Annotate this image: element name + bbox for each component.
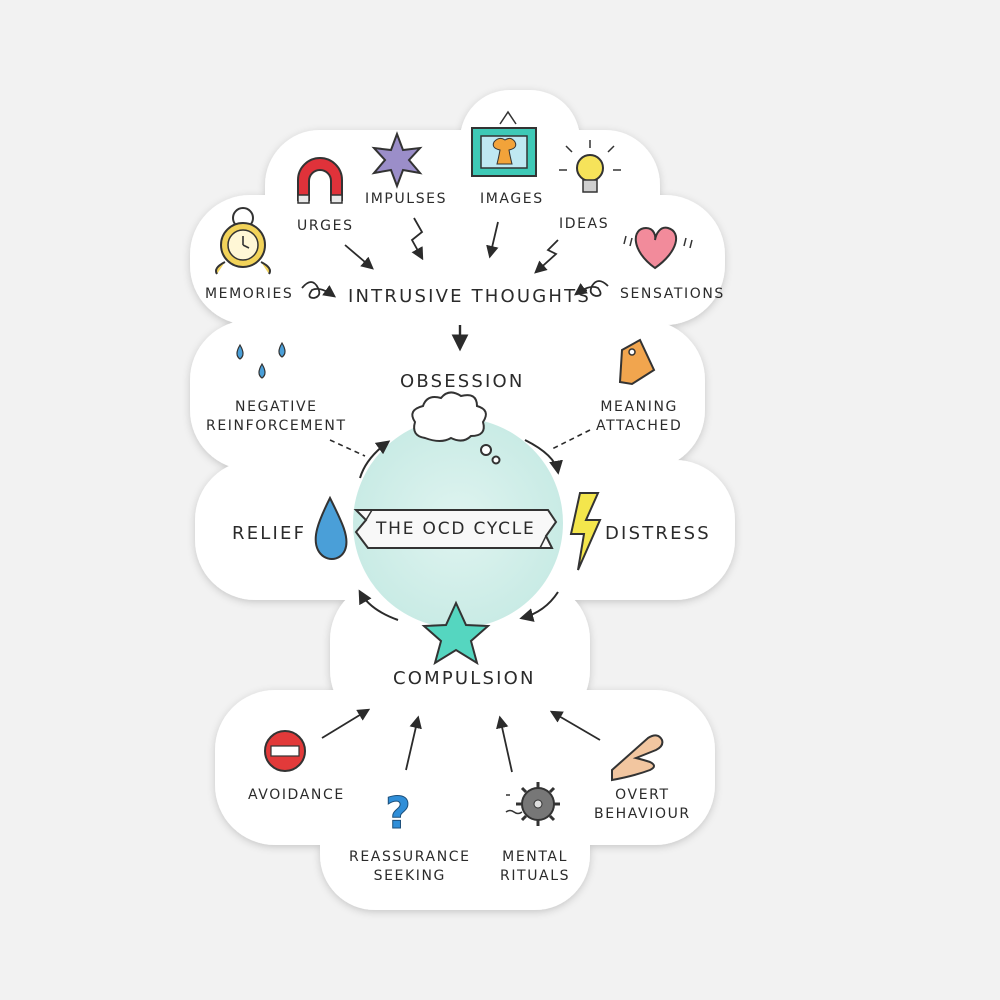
impulses-label: IMPULSES — [365, 191, 448, 207]
thought-cloud-icon — [411, 391, 501, 465]
compulsion-star-icon — [421, 600, 491, 666]
title-banner — [353, 509, 558, 549]
negative-reinforcement-label: NEGATIVE REINFORCEMENT — [206, 399, 347, 434]
dashed-connectors — [329, 429, 591, 457]
intrusive-thoughts-label: INTRUSIVE THOUGHTS — [348, 286, 591, 307]
avoidance-label: AVOIDANCE — [248, 787, 345, 803]
svg-text:?: ? — [385, 788, 411, 839]
memories-label: MEMORIES — [205, 286, 294, 302]
hand-icon — [611, 734, 664, 782]
heart-icon — [623, 226, 693, 270]
cycle-arrows — [358, 439, 563, 622]
meaning-attached-label: MEANING ATTACHED — [596, 399, 683, 434]
clock-icon — [215, 207, 271, 275]
relief-label: RELIEF — [232, 523, 307, 544]
water-drop-icon — [314, 495, 348, 560]
ideas-label: IDEAS — [559, 216, 610, 232]
compulsion-arrows — [321, 708, 601, 773]
gear-icon — [505, 782, 560, 826]
source-arrows — [301, 217, 609, 352]
question-mark-icon: ? — [385, 788, 412, 840]
light-bulb-icon — [559, 140, 621, 193]
tag-icon — [618, 338, 656, 386]
star-icon — [371, 131, 423, 189]
ocd-cycle-title: THE OCD CYCLE — [376, 519, 536, 539]
lightning-icon — [569, 492, 602, 571]
magnet-icon — [297, 157, 343, 204]
images-label: IMAGES — [480, 191, 544, 207]
mental-rituals-label: MENTAL RITUALS — [500, 849, 571, 884]
urges-label: URGES — [297, 218, 354, 234]
raindrops-icon — [236, 341, 286, 379]
picture-frame-icon — [471, 110, 537, 177]
overt-behaviour-label: OVERT BEHAVIOUR — [594, 787, 691, 822]
obsession-label: OBSESSION — [400, 371, 525, 392]
reassurance-seeking-label: REASSURANCE SEEKING — [349, 849, 471, 884]
compulsion-label: COMPULSION — [393, 668, 536, 689]
distress-label: DISTRESS — [605, 523, 711, 544]
sensations-label: SENSATIONS — [620, 286, 725, 302]
no-entry-icon — [264, 730, 306, 772]
